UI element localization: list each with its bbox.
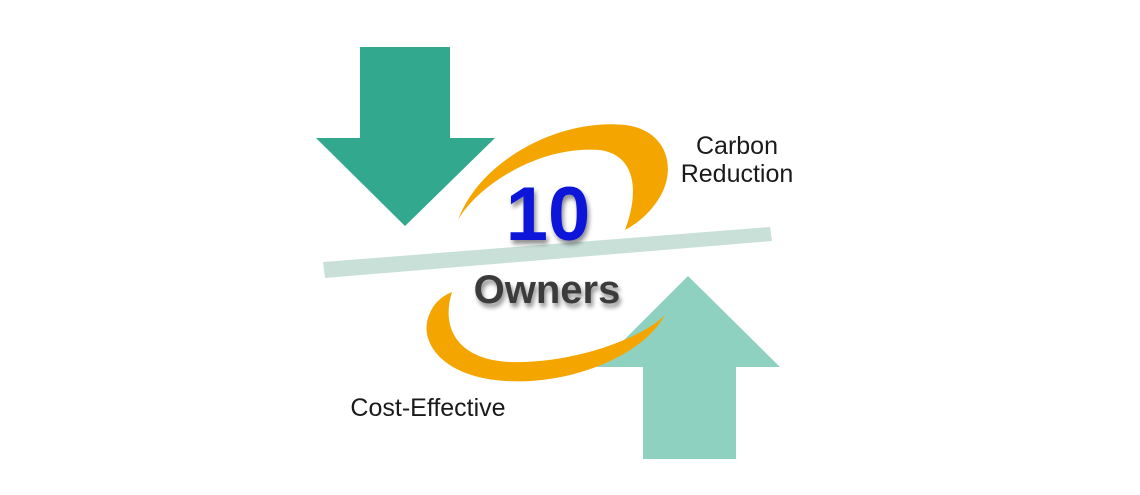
- top-swoosh: [458, 124, 668, 230]
- up-arrow-icon: [597, 276, 780, 459]
- divider-bar: [323, 227, 772, 278]
- bottom-swoosh: [426, 292, 665, 382]
- carbon-label-line2: Reduction: [681, 160, 794, 188]
- down-arrow-icon: [316, 47, 495, 226]
- center-label: Owners: [474, 268, 621, 312]
- number-value: 10: [506, 172, 591, 257]
- carbon-label-line1: Carbon: [696, 132, 778, 160]
- cost-effective-label: Cost-Effective: [350, 394, 505, 422]
